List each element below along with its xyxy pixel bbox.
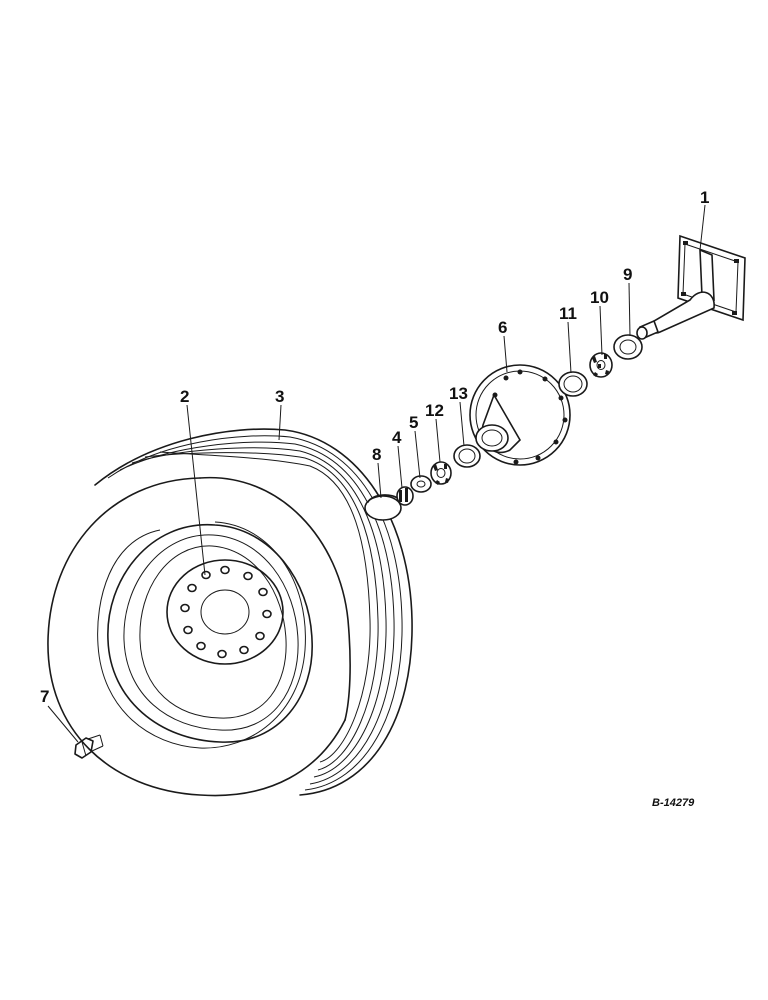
callout-5: 5 <box>409 413 418 432</box>
inner-bearing-cone <box>589 352 613 378</box>
callout-8: 8 <box>372 445 381 464</box>
hub-stud-holes <box>492 369 568 465</box>
callout-6: 6 <box>498 318 507 337</box>
callout-9: 9 <box>623 265 632 284</box>
callout-12: 12 <box>425 401 444 420</box>
outer-bearing-cup <box>453 444 481 468</box>
drawing-number: B-14279 <box>652 797 695 809</box>
spindle-bracket <box>636 234 746 340</box>
wheel-bolt <box>74 734 104 759</box>
leader-lines <box>47 204 706 743</box>
callout-10: 10 <box>590 288 609 307</box>
wheel-rim <box>107 524 313 743</box>
callout-labels: 1 2 3 4 5 6 7 8 9 10 11 12 13 <box>40 188 709 706</box>
callout-13: 13 <box>449 384 468 403</box>
hub-cap <box>364 494 402 521</box>
callout-2: 2 <box>180 387 189 406</box>
callout-7: 7 <box>40 687 49 706</box>
callout-3: 3 <box>275 387 284 406</box>
inner-bearing-cup <box>558 371 588 397</box>
wheel-hub <box>469 364 571 466</box>
outer-bearing-cone <box>430 461 452 485</box>
callout-1: 1 <box>700 188 709 207</box>
tire <box>47 428 413 797</box>
grease-seal <box>613 334 643 360</box>
callout-4: 4 <box>392 428 402 447</box>
wheel-bolt-holes <box>180 565 272 659</box>
callout-11: 11 <box>559 304 577 323</box>
castle-nut <box>396 486 414 506</box>
washer <box>410 475 432 493</box>
